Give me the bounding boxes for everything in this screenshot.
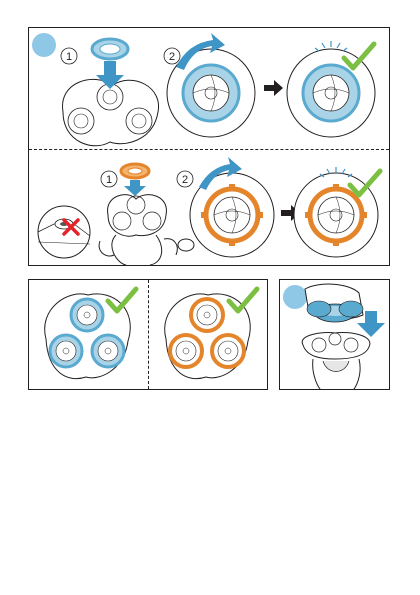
orange-retaining-ring: [121, 164, 149, 178]
blue-retaining-ring: [92, 39, 128, 59]
step-bullet: [32, 33, 56, 57]
blue-shaving-unit-assembled: [45, 294, 131, 379]
shaver-body: [302, 333, 370, 391]
arrow-right-icon: [264, 80, 283, 96]
step-bullet: [283, 285, 307, 309]
shaving-unit-locked: [287, 49, 375, 137]
step-number-2: 2: [169, 51, 175, 63]
down-arrow-icon: [124, 180, 146, 196]
shaver-in-hand: [99, 195, 194, 265]
blue-heads-stack: [307, 301, 363, 322]
illustration-results: [28, 279, 268, 390]
step-number-1-bottom: 1: [106, 174, 112, 186]
step-number-2-bottom: 2: [182, 174, 188, 186]
shaver-head-unit: [63, 79, 159, 145]
illustration-top: 1 2: [28, 27, 390, 266]
step-number-1: 1: [66, 51, 72, 63]
illustration-reattach: [279, 279, 390, 390]
